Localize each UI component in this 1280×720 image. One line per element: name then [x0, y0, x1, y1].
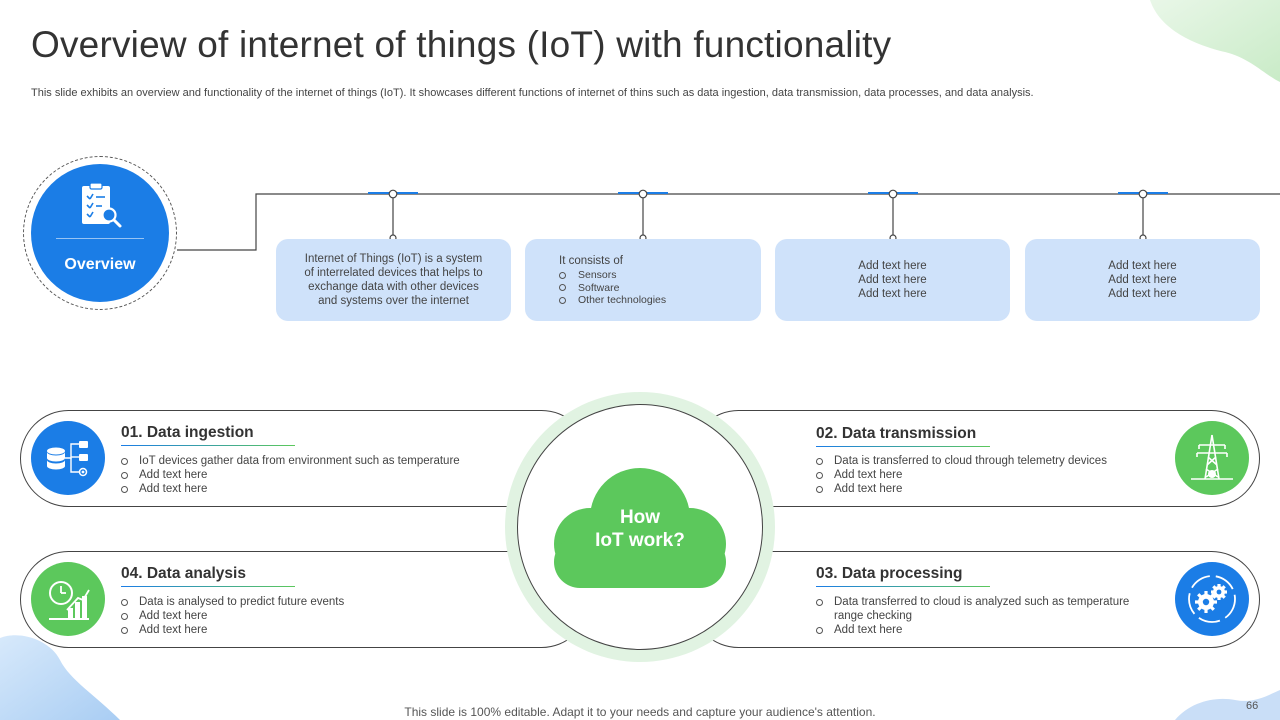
growth-chart-icon	[31, 562, 105, 636]
bullet-icon	[816, 486, 823, 493]
list-item: Software	[559, 282, 761, 295]
list-item: Other technologies	[559, 294, 761, 307]
list-item: Add text here	[121, 609, 501, 623]
corner-decoration-bottom-left	[0, 635, 120, 720]
slide-title: Overview of internet of things (IoT) wit…	[31, 24, 892, 65]
bullet-icon	[816, 627, 823, 634]
data-ingestion-list: IoT devices gather data from environment…	[121, 454, 501, 496]
title-underline	[121, 445, 295, 446]
overview-box-placeholder-2: Add text here Add text here Add text her…	[1025, 239, 1260, 321]
slide-subtitle: This slide exhibits an overview and func…	[31, 87, 1034, 99]
data-processing-list: Data transferred to cloud is analyzed su…	[816, 595, 1151, 637]
overview-box-components: It consists of Sensors Software Other te…	[525, 239, 761, 321]
box-text-line: Add text here	[1108, 288, 1177, 300]
list-item: Add text here	[121, 623, 501, 637]
box-text-line: Add text here	[858, 260, 927, 272]
cloud-icon	[554, 468, 726, 588]
overview-divider	[56, 238, 144, 239]
center-title-line: How	[619, 507, 661, 528]
data-transmission-title: 02. Data transmission	[816, 425, 977, 442]
box-text-line: and systems over the internet	[318, 295, 469, 307]
title-underline	[816, 446, 990, 447]
list-item: IoT devices gather data from environment…	[121, 454, 501, 468]
box-text-line: Add text here	[1108, 274, 1177, 286]
data-analysis-title: 04. Data analysis	[121, 565, 246, 582]
box-text-line: Add text here	[1108, 260, 1177, 272]
list-item: Data is transferred to cloud through tel…	[816, 454, 1156, 468]
data-processing-card	[690, 551, 1260, 648]
box-text-line: of interrelated devices that helps to	[304, 267, 483, 279]
bullet-icon	[121, 627, 128, 634]
data-transmission-card	[690, 410, 1260, 507]
data-ingestion-title: 01. Data ingestion	[121, 424, 254, 441]
bullet-icon	[121, 613, 128, 620]
bullet-icon	[816, 458, 823, 465]
box-text-line: Add text here	[858, 288, 927, 300]
list-item: Add text here	[816, 468, 1156, 482]
box-heading: It consists of	[559, 255, 623, 267]
page-number: 66	[1246, 700, 1259, 712]
bullet-icon	[559, 271, 566, 279]
data-analysis-card	[20, 551, 590, 648]
box-text-line: exchange data with other devices	[308, 281, 479, 293]
corner-decoration-top-right	[1150, 0, 1280, 82]
data-processing-title: 03. Data processing	[816, 565, 963, 582]
overview-box-definition: Internet of Things (IoT) is a system of …	[276, 239, 511, 321]
bullet-icon	[816, 599, 823, 606]
overview-label: Overview	[64, 256, 136, 273]
bullet-icon	[559, 284, 566, 292]
bullet-icon	[121, 486, 128, 493]
corner-decoration-bottom-right	[1175, 690, 1280, 720]
bullet-icon	[121, 599, 128, 606]
clipboard-search-icon	[82, 182, 122, 228]
database-network-icon	[31, 421, 105, 495]
list-item: Data transferred to cloud is analyzed su…	[816, 595, 1151, 623]
title-underline	[121, 586, 295, 587]
overview-circle-ring	[23, 156, 177, 310]
list-item: Data is analysed to predict future event…	[121, 595, 501, 609]
list-item: Add text here	[816, 482, 1156, 496]
list-item: Add text here	[816, 623, 1151, 637]
transmission-tower-icon	[1175, 421, 1249, 495]
overview-box-placeholder-1: Add text here Add text here Add text her…	[775, 239, 1010, 321]
overview-connector-lines	[177, 189, 1280, 251]
center-title: How IoT work?	[560, 506, 720, 552]
list-item: Add text here	[121, 482, 501, 496]
bullet-icon	[816, 472, 823, 479]
center-title-line: IoT work?	[595, 530, 685, 551]
bullet-icon	[121, 472, 128, 479]
box-text-line: Add text here	[858, 274, 927, 286]
box-text-line: Internet of Things (IoT) is a system	[304, 253, 483, 265]
slide-footer: This slide is 100% editable. Adapt it to…	[404, 705, 876, 719]
data-analysis-list: Data is analysed to predict future event…	[121, 595, 501, 637]
list-item: Add text here	[121, 468, 501, 482]
gears-cycle-icon	[1175, 562, 1249, 636]
bullet-icon	[559, 296, 566, 304]
bullet-icon	[121, 458, 128, 465]
list-item: Sensors	[559, 269, 761, 282]
data-ingestion-card	[20, 410, 590, 507]
data-transmission-list: Data is transferred to cloud through tel…	[816, 454, 1156, 496]
title-underline	[816, 586, 990, 587]
